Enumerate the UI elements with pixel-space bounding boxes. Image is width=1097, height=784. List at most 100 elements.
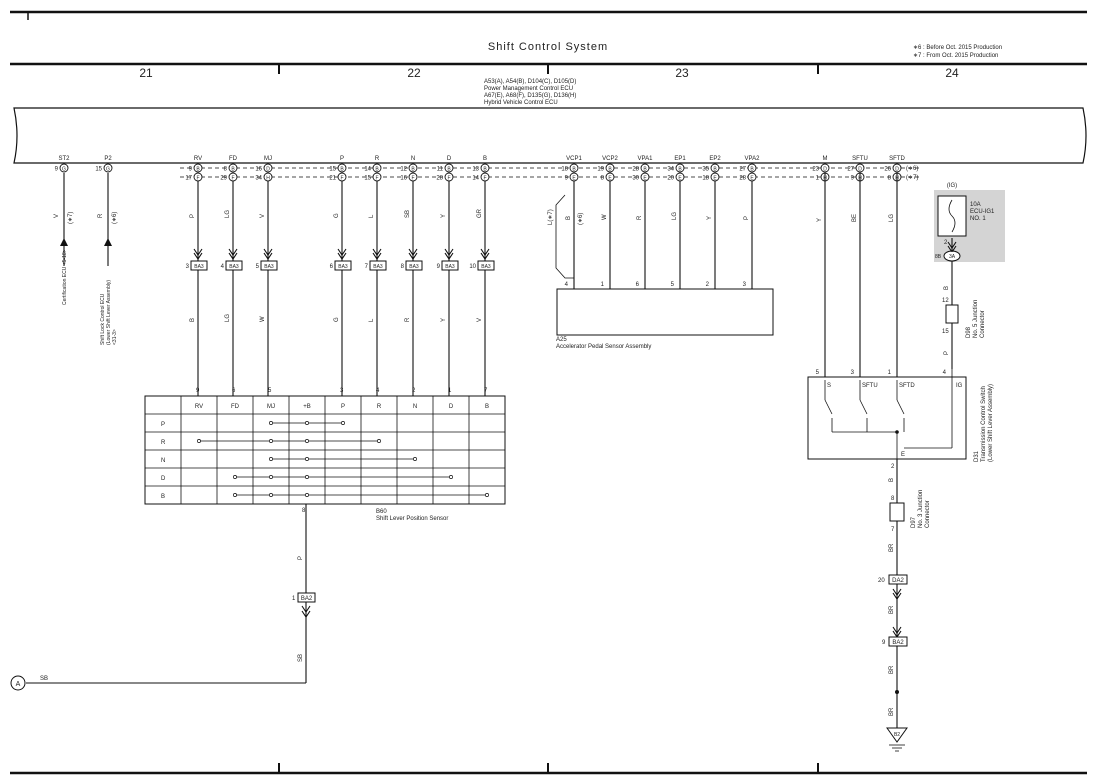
switch-pin-number: 1	[888, 370, 892, 376]
wire-color-top: SB	[405, 210, 411, 218]
sensor-pin-number: 5	[268, 388, 272, 394]
pedal-code: A25	[556, 337, 567, 343]
connector-ba3	[225, 260, 243, 271]
sensor-header: R	[377, 404, 382, 410]
ecu-label-4: Hybrid Vehicle Control ECU	[484, 100, 558, 106]
connector-ba2-b-pin: 1	[292, 596, 296, 602]
connector-ba3	[190, 260, 208, 271]
terminal-connector: G	[62, 167, 66, 173]
pedal-box	[556, 288, 774, 336]
terminal-connector: E	[678, 176, 682, 182]
terminal-connector: G	[106, 167, 110, 173]
junction-d97-name-2: Connector	[925, 500, 931, 528]
ref-shift-lock-1: Shift Lock Control ECU	[100, 293, 106, 345]
sensor-pin-number: 3	[340, 388, 344, 394]
terminal-pin-number: 20	[667, 176, 674, 182]
switch-pin-name: SFTU	[862, 383, 878, 389]
terminal-pin-number: 12	[400, 167, 407, 173]
terminal-name: MJ	[264, 156, 272, 162]
terminal-pin	[59, 163, 69, 173]
wire-color-e-out: B	[889, 478, 895, 482]
connector-ba3-label: BA3	[194, 264, 204, 270]
terminal-connector: B	[196, 167, 200, 173]
ecu-label-1: A53(A), A54(B), D104(C), D105(D)	[484, 79, 576, 85]
terminal-pin-number: 35	[702, 167, 709, 173]
terminal-pin-number: 15	[364, 176, 371, 182]
terminal-name: SFTU	[852, 156, 868, 162]
terminal-pin-number: 18	[561, 167, 568, 173]
pedal-pin-number: 5	[671, 282, 675, 288]
terminal-pin-number: 11	[437, 167, 444, 173]
terminal-connector: D	[266, 167, 270, 173]
switch-pin-name: IG	[956, 383, 963, 389]
terminal-connector: B	[483, 167, 487, 173]
junction-d97-pin-bot: 7	[891, 527, 895, 533]
connector-da2-pin: 20	[878, 578, 885, 584]
terminal-pin	[892, 163, 902, 173]
terminal-name: SFTD	[889, 156, 905, 162]
terminal-connector: B	[340, 167, 344, 173]
connector-ba3	[369, 260, 387, 271]
terminal-pin-number: 9	[55, 167, 59, 173]
pedal-pin-number: 3	[743, 282, 747, 288]
ground-b2	[886, 727, 908, 743]
junction-d98-pin-top: 12	[942, 298, 949, 304]
terminal-name: EP1	[674, 156, 686, 162]
terminal-pin-number: 8	[601, 176, 605, 182]
terminal-connector: B	[231, 167, 235, 173]
wire-color-bottom: LG	[225, 314, 231, 322]
switch-pin-name: S	[827, 383, 831, 389]
sensor-pin-number: 1	[448, 388, 452, 394]
fuse-group: (IG)	[947, 183, 957, 189]
wire-color-top: Y	[441, 214, 447, 218]
terminal-connector: F	[340, 176, 343, 182]
terminal-connector: D	[858, 167, 862, 173]
terminal-connector: F	[231, 176, 234, 182]
terminal-pin-number: 19	[597, 167, 604, 173]
terminal-name: VPA2	[745, 156, 761, 162]
wire-color-bottom-a: SB	[40, 676, 48, 682]
fuse-amp: 10A	[970, 202, 981, 208]
sensor-pin-number: 6	[232, 388, 236, 394]
column-24: 24	[945, 66, 959, 80]
wire-color-br-2: BR	[889, 605, 895, 614]
wire-color-bottom: Y	[441, 318, 447, 322]
page-title: Shift Control System	[488, 41, 608, 53]
fuse-connector-label: 3A	[949, 254, 956, 260]
production-note-1: ∗6 : Before Oct. 2015 Production	[913, 45, 1002, 51]
wire-color-p2: R	[98, 213, 104, 218]
connector-ba3-pin: 10	[469, 264, 476, 270]
terminal-connector: B	[608, 167, 612, 173]
wire-color-bottom: L	[369, 318, 375, 322]
terminal-pin	[408, 163, 418, 173]
connector-ba2-b-label: BA2	[301, 596, 313, 602]
sensor-wires: PBA33BLGBA34LGVBA35WGBA36GLBA37LSBBA38RY…	[186, 181, 495, 398]
terminal-pin	[820, 163, 830, 173]
connector-ba3-pin: 7	[365, 264, 369, 270]
terminal-pin-number: 30	[632, 176, 639, 182]
wire-color-top: V	[260, 214, 266, 218]
wire-color-pedal: P	[744, 216, 750, 220]
sensor-code: B60	[376, 509, 387, 515]
sensor-name: Shift Lever Position Sensor	[376, 516, 448, 522]
fuse-pin-top: 2	[944, 240, 948, 246]
connector-ba3-pin: 6	[330, 264, 334, 270]
terminal-connector: B	[713, 167, 717, 173]
terminal-pin	[747, 163, 757, 173]
connector-ba3-pin: 9	[437, 264, 441, 270]
terminal-pin-number: 8	[888, 176, 892, 182]
ref-shift-lock-3: <31-3>	[112, 329, 118, 345]
terminal-pin-number: 16	[255, 167, 262, 173]
wire-color-bottom: R	[405, 317, 411, 322]
terminal-pin-number: 14	[472, 176, 479, 182]
terminal-pin	[372, 163, 382, 173]
pedal-pin-number: 2	[706, 282, 710, 288]
terminal-pin-number: 26	[884, 167, 891, 173]
connector-ba2-a	[888, 636, 908, 647]
terminal-pin-number: 27	[739, 167, 746, 173]
connector-ba3	[260, 260, 278, 271]
switch-pin-number: 4	[943, 370, 947, 376]
terminal-pin-number: 21	[329, 176, 336, 182]
junction-d98-pin-bot: 15	[942, 329, 949, 335]
